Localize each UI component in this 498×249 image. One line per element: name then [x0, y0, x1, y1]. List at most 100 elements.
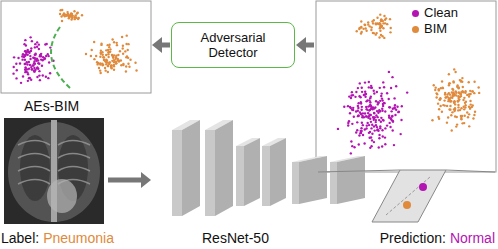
scatter-point [24, 63, 26, 65]
scatter-point [460, 93, 462, 95]
scatter-point [453, 100, 455, 102]
layer-front [262, 146, 270, 206]
scatter-point [454, 115, 456, 117]
scatter-point [77, 12, 79, 14]
scatter-point [28, 61, 30, 63]
scatter-point [447, 116, 449, 118]
scatter-point [348, 120, 350, 122]
scatter-point [20, 82, 22, 84]
scatter-point [365, 108, 367, 110]
scatter-point [122, 52, 124, 54]
scatter-point [439, 98, 441, 100]
scatter-point [357, 114, 359, 116]
scatter-point [452, 81, 454, 83]
scatter-point [390, 110, 392, 112]
layer-block [330, 156, 365, 204]
scatter-point [448, 98, 450, 100]
scatter-point [111, 38, 113, 40]
scatter-point [439, 105, 441, 107]
scatter-point [105, 54, 107, 56]
scatter-point [380, 95, 382, 97]
scatter-point [122, 45, 124, 47]
scatter-point [13, 66, 15, 68]
scatter-point [22, 53, 24, 55]
scatter-point [452, 94, 454, 96]
scatter-point [446, 105, 448, 107]
scatter-point [389, 18, 391, 20]
scatter-point [376, 126, 378, 128]
scatter-point [116, 42, 118, 44]
scatter-point [434, 86, 436, 88]
scatter-point [382, 119, 384, 121]
scatter-point [33, 62, 35, 64]
scatter-point [380, 117, 382, 119]
scatter-point [477, 86, 479, 88]
scatter-point [357, 105, 359, 107]
arrow-head [141, 172, 151, 188]
scatter-point [129, 59, 131, 61]
scatter-point [448, 108, 450, 110]
scatter-point [376, 110, 378, 112]
scatter-point [400, 119, 402, 121]
scatter-point [451, 88, 453, 90]
scatter-point [34, 52, 36, 54]
scatter-point [441, 80, 443, 82]
scatter-point [369, 101, 371, 103]
scatter-point [22, 75, 24, 77]
scatter-point [455, 90, 457, 92]
scatter-point [357, 102, 359, 104]
scatter-point [393, 107, 395, 109]
scatter-point [45, 75, 47, 77]
scatter-point [369, 97, 371, 99]
scatter-point [399, 133, 401, 135]
scatter-point [67, 14, 69, 16]
node-text: Adversarial Detector [178, 30, 288, 60]
scatter-point [100, 50, 102, 52]
scatter-point [391, 76, 393, 78]
scatter-point [397, 111, 399, 113]
scatter-point [461, 122, 463, 124]
scatter-point [68, 17, 70, 19]
scatter-point [378, 137, 380, 139]
scatter-point [461, 77, 463, 79]
scatter-point [446, 121, 448, 123]
scatter-point [376, 17, 378, 19]
scatter-point [394, 104, 396, 106]
scatter-point [368, 81, 370, 83]
scatter-point [351, 123, 353, 125]
scatter-point [363, 116, 365, 118]
scatter-point [469, 107, 471, 109]
scatter-point [365, 93, 367, 95]
zoom-line [446, 170, 495, 172]
scatter-point [24, 59, 26, 61]
scatter-point [108, 46, 110, 48]
scatter-point [463, 97, 465, 99]
scatter-point [19, 62, 21, 64]
scatter-point [39, 54, 41, 56]
scatter-point [75, 16, 77, 18]
scatter-point [42, 74, 44, 76]
scatter-point [361, 87, 363, 89]
scatter-point [391, 115, 393, 117]
scatter-point [47, 77, 49, 79]
layer-block [236, 138, 260, 206]
scatter-point [377, 130, 379, 132]
scatter-point [372, 32, 374, 34]
scatter-point [360, 26, 362, 28]
scatter-point [378, 134, 380, 136]
scatter-point [343, 106, 345, 108]
scatter-point [436, 93, 438, 95]
scatter-point [468, 113, 470, 115]
scatter-point [386, 23, 388, 25]
scatter-point [37, 62, 39, 64]
scatter-point [95, 55, 97, 57]
scatter-point [98, 67, 100, 69]
scatter-point [121, 36, 123, 38]
scatter-point [375, 119, 377, 121]
scatter-point [33, 70, 35, 72]
scatter-point [473, 81, 475, 83]
scatter-point [110, 64, 112, 66]
scatter-point [105, 63, 107, 65]
scatter-point [26, 68, 28, 70]
scatter-point [384, 127, 386, 129]
